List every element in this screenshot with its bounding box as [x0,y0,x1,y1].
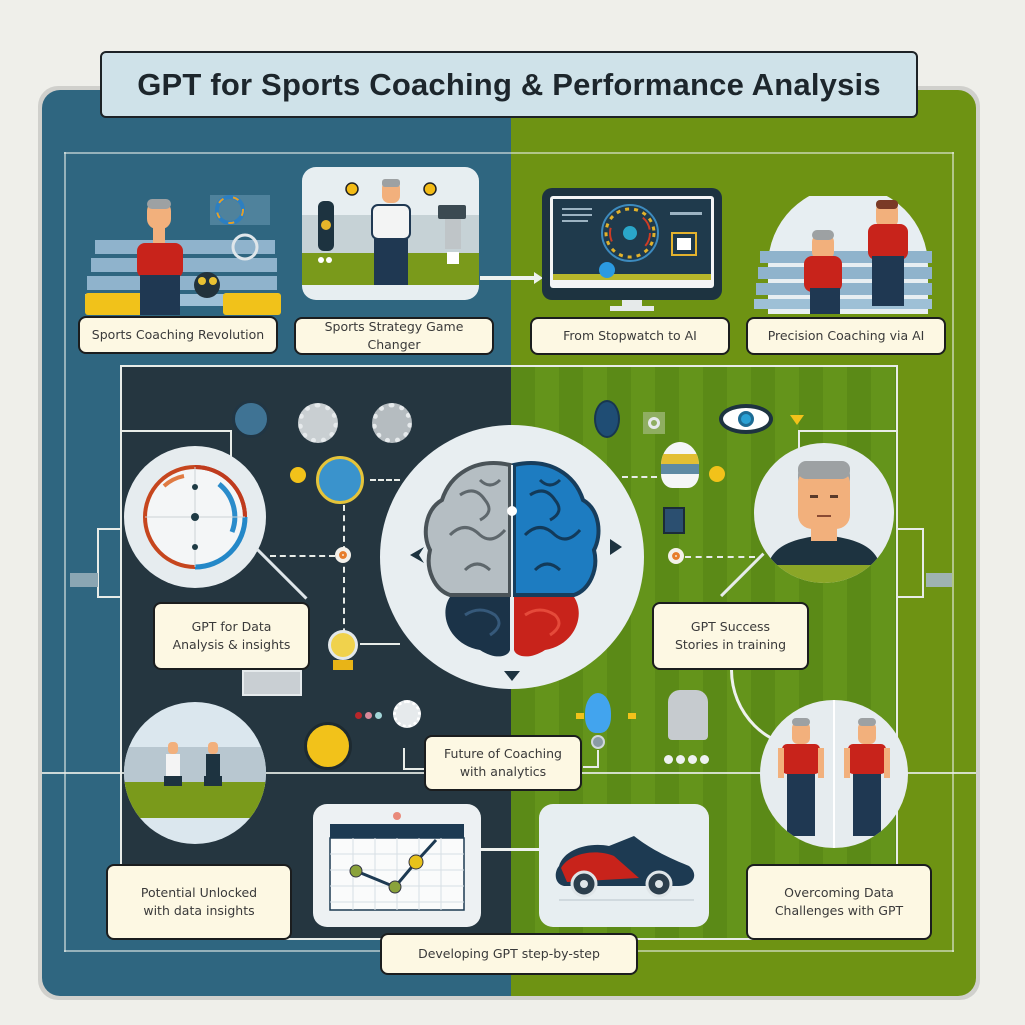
robot-icon [668,690,708,740]
coach-portrait-icon [754,443,894,583]
label-developing-gpt: Developing GPT step-by-step [380,933,638,975]
two-coaches-on-bench-illustration [748,196,934,314]
coach-on-bench-illustration [85,185,285,315]
tablet-icon [663,507,685,534]
dot-pink [365,712,372,719]
label-future-of-coaching: Future of Coaching with analytics [424,735,582,791]
yellow-marker [628,713,636,719]
inner-line-top [120,365,898,367]
label-text: GPT Success [690,618,771,634]
connector-line [583,766,599,768]
label-text: Developing GPT step-by-step [418,945,600,961]
label-text: From Stopwatch to AI [563,327,697,343]
arrow-head [534,272,543,284]
eye-icon [719,404,773,434]
field-line-top [64,152,954,154]
label-text: Analysis & insights [172,637,291,652]
connector-dashed [622,476,657,478]
connector-line [481,848,541,851]
connector-dashed [685,556,755,558]
yellow-dot-icon [709,466,725,482]
bulb-base-icon [591,735,605,749]
label-text: Future of Coaching with analytics [444,745,562,779]
yellow-dot-icon [290,467,306,483]
connector-dashed [270,555,335,557]
goal-line [898,596,924,598]
goal-line [922,528,924,598]
gear-pin-icon [393,700,421,728]
dot-cyan [375,712,382,719]
trophy-icon [328,630,358,660]
box-line [120,430,230,432]
performance-dial-icon [124,446,266,588]
page-title: GPT for Sports Coaching & Performance An… [137,66,881,102]
football-icon [594,400,620,438]
label-text: Precision Coaching via AI [767,327,925,343]
trophy-base [333,660,353,670]
orange-node-icon [335,547,351,563]
athlete-with-equipment-illustration [302,167,479,300]
box-line [230,430,232,460]
connector-line [403,768,427,770]
brain-icon [410,461,622,681]
box-line [798,430,898,432]
dots-row-icon [664,755,714,765]
label-precision-coaching-via-ai: Precision Coaching via AI [746,317,946,355]
connector-line [403,748,405,770]
sneaker-icon [539,804,709,927]
tablet-badge-icon [316,456,364,504]
players-training-illustration [124,702,266,844]
triangle-marker-icon [790,415,804,425]
field-line-right [952,152,954,952]
volleyball-icon [304,722,352,770]
label-sports-strategy-game-changer: Sports Strategy Game Changer [294,317,494,355]
goal-line [97,596,121,598]
brain-circle [380,425,644,689]
label-from-stopwatch-to-ai: From Stopwatch to AI [530,317,730,355]
gear-icon [298,403,338,443]
inner-line-right [896,365,898,940]
inner-line-left [120,365,122,940]
label-sports-coaching-revolution: Sports Coaching Revolution [78,316,278,354]
goal-post-left [70,573,98,587]
gear-icon [372,403,412,443]
connector-dashed [343,505,345,655]
label-text: Potential Unlocked [140,884,258,900]
goal-line [898,528,924,530]
connector-line [597,750,599,768]
label-text: Stories in training [674,637,787,652]
goal-line [97,528,121,530]
two-coaches-standing-illustration [760,700,908,848]
lightbulb-icon [661,442,699,488]
connector-dashed [370,479,400,481]
label-text: Overcoming Data [784,884,894,900]
label-text: Challenges with GPT [774,903,904,918]
goal-post-right [926,573,952,587]
title-banner: GPT for Sports Coaching & Performance An… [100,51,918,118]
label-gpt-for-data-analysis: GPT for Data Analysis & insights [153,602,310,670]
arrow-connector [360,643,400,645]
label-text: Sports Coaching Revolution [91,326,265,342]
target-icon [643,412,665,434]
field-line-left [64,152,66,952]
dot-red [355,712,362,719]
label-potential-unlocked: Potential Unlocked with data insights [106,864,292,940]
lightbulb-icon [585,693,611,733]
goal-line [97,528,99,598]
whiteboard-icon [242,670,302,696]
orange-node-icon [668,548,684,564]
label-text: Sports Strategy Game Changer [324,318,464,352]
gear-icon [232,400,270,438]
arrow-connector [480,276,540,280]
label-gpt-success-stories: GPT Success Stories in training [652,602,809,670]
label-text: GPT for Data [191,618,272,634]
line-chart-icon [313,804,481,927]
yellow-marker [576,713,584,719]
label-text: with data insights [143,903,255,918]
label-overcoming-data-challenges: Overcoming Data Challenges with GPT [746,864,932,940]
analytics-monitor-illustration [542,188,722,313]
